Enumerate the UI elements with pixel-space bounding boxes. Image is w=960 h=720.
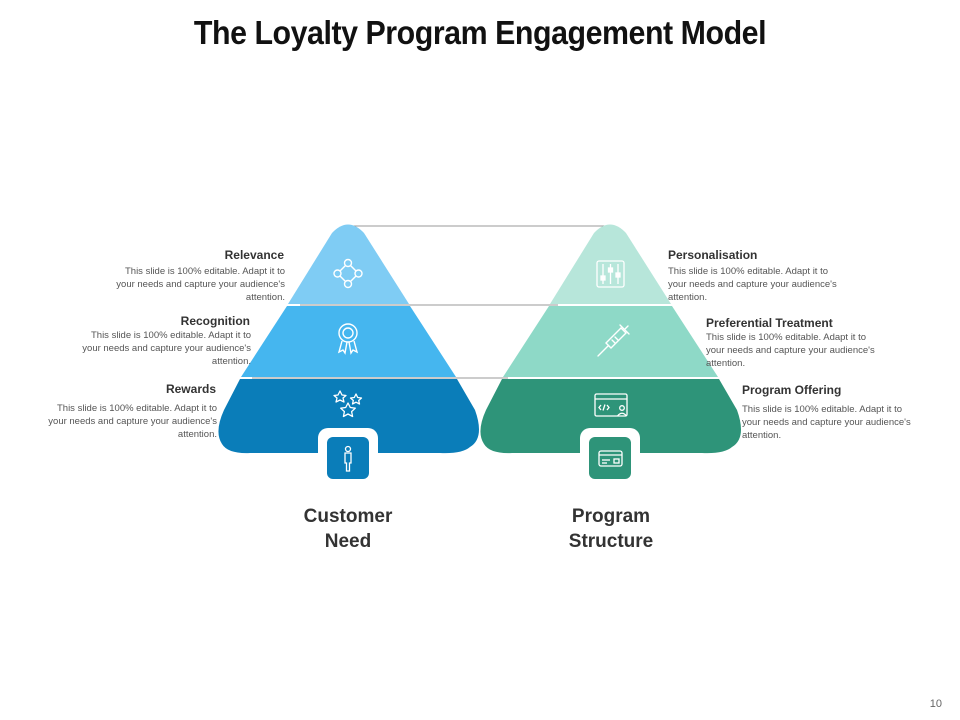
syringe-icon	[597, 324, 630, 357]
tier-desc-preferential-treatment: This slide is 100% editable. Adapt it to…	[706, 332, 875, 369]
tier-desc-recognition: This slide is 100% editable. Adapt it to…	[82, 330, 251, 367]
caption-program-structure-line1: Program	[571, 506, 651, 527]
sliders-icon	[596, 260, 625, 288]
tier-desc-program-offering: This slide is 100% editable. Adapt it to…	[742, 404, 911, 441]
caption-customer-need: Customer Need	[268, 504, 428, 554]
caption-customer-need-line1: Customer	[303, 506, 393, 527]
caption-program-structure-line2: Structure	[568, 531, 654, 552]
tier-label-recognition: Recognition	[180, 314, 250, 328]
caption-program-structure: Program Structure	[531, 504, 691, 554]
page-number: 10	[929, 698, 942, 710]
caption-customer-need-line2: Need	[324, 531, 372, 552]
card-icon	[598, 450, 623, 467]
slide-title: The Loyalty Program Engagement Model	[193, 14, 767, 51]
monitor-code-icon	[594, 393, 628, 417]
tier-label-relevance: Relevance	[224, 248, 284, 262]
left-tier-relevance[interactable]	[288, 224, 409, 305]
tier-desc-personalisation: This slide is 100% editable. Adapt it to…	[668, 266, 837, 303]
tier-desc-relevance: This slide is 100% editable. Adapt it to…	[116, 266, 285, 303]
person-icon	[344, 445, 352, 472]
tier-label-program-offering: Program Offering	[742, 383, 842, 397]
tier-label-rewards: Rewards	[165, 382, 216, 396]
left-tier-rewards[interactable]	[218, 379, 479, 454]
right-base-box[interactable]	[589, 437, 631, 479]
tier-label-personalisation: Personalisation	[668, 248, 758, 262]
badge-icon	[337, 323, 359, 355]
right-pyramid	[480, 224, 741, 488]
stars-icon	[333, 390, 363, 418]
tier-desc-rewards: This slide is 100% editable. Adapt it to…	[48, 403, 217, 440]
network-icon	[333, 258, 363, 289]
right-tier-preferential[interactable]	[503, 306, 718, 377]
left-pyramid	[218, 224, 479, 488]
left-base-box[interactable]	[327, 437, 369, 479]
tier-label-preferential-treatment: Preferential Treatment	[706, 316, 833, 330]
